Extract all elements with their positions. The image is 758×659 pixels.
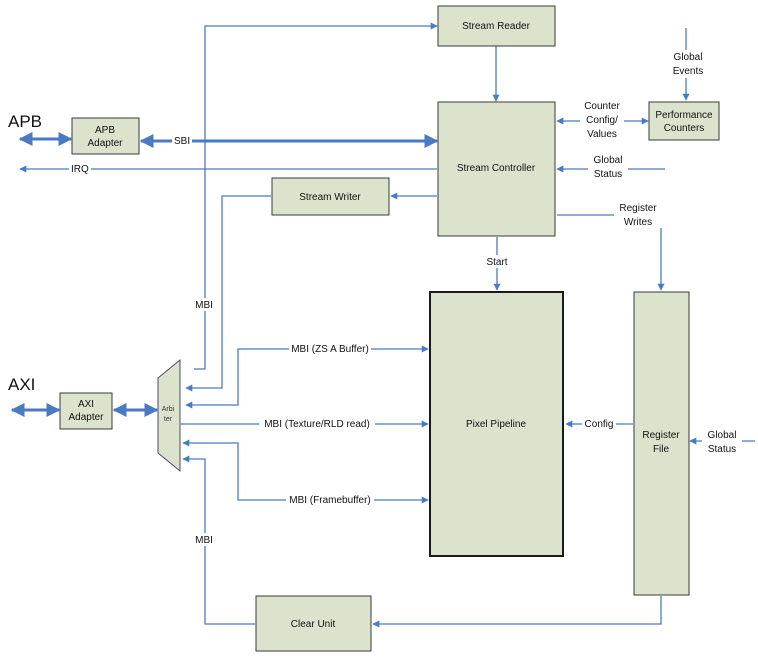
global-status-top-label-2: Status [594, 169, 622, 180]
register-writes-label-1: Register [619, 203, 657, 214]
register-writes-label-2: Writes [624, 217, 652, 228]
pixel-pipeline-label: Pixel Pipeline [466, 419, 526, 430]
performance-counters-label-2: Counters [664, 123, 705, 134]
mbi-upper-label: MBI [195, 300, 213, 311]
apb-adapter-block: APB Adapter [71, 117, 140, 155]
mbi-lower-label: MBI [195, 535, 213, 546]
stream-writer-to-arbiter-wire [185, 195, 271, 392]
stream-writer-label: Stream Writer [299, 192, 361, 203]
apb-interface-label: APB [8, 112, 42, 131]
counter-config-label-1: Counter [584, 101, 620, 112]
global-events-label-1: Global [674, 52, 703, 63]
axi-adapter-block: AXI Adapter [59, 392, 113, 430]
clear-unit-block: Clear Unit [255, 595, 372, 652]
arbiter-label-1: Arbi [162, 406, 175, 413]
mbi-zs-buffer-label: MBI (ZS A Buffer) [291, 344, 369, 355]
stream-reader-label: Stream Reader [462, 21, 530, 32]
axi-adapter-label-2: Adapter [68, 412, 104, 423]
performance-counters-label-1: Performance [655, 110, 713, 121]
axi-interface-label: AXI [8, 375, 35, 394]
counter-config-label-2: Config/ [586, 115, 618, 126]
pixel-pipeline-block: Pixel Pipeline [429, 291, 564, 557]
performance-counters-block: Performance Counters [648, 101, 720, 141]
counter-config-label-3: Values [587, 129, 617, 140]
apb-adapter-label-1: APB [95, 125, 115, 136]
register-file-to-clear-unit-wire [372, 596, 662, 628]
register-file-label-2: File [653, 444, 670, 455]
global-status-top-label-1: Global [594, 155, 623, 166]
clear-unit-label: Clear Unit [291, 619, 336, 630]
register-file-label-1: Register [642, 430, 680, 441]
arbiter-label-2: ter [164, 416, 173, 423]
global-status-right-label-1: Global [708, 430, 737, 441]
mbi-texture-label: MBI (Texture/RLD read) [264, 419, 370, 430]
stream-writer-block: Stream Writer [271, 177, 390, 216]
mbi-framebuffer-wire [182, 439, 429, 504]
mbi-framebuffer-label: MBI (Framebuffer) [289, 495, 371, 506]
irq-label: IRQ [71, 164, 89, 175]
axi-adapter-label-1: AXI [78, 399, 94, 410]
stream-controller-block: Stream Controller [437, 101, 556, 237]
global-status-right-label-2: Status [708, 444, 736, 455]
stream-controller-label: Stream Controller [457, 163, 536, 174]
register-file-block: Register File [633, 291, 690, 596]
config-label: Config [585, 419, 614, 430]
sbi-label: SBI [174, 136, 190, 147]
global-events-label-2: Events [673, 66, 704, 77]
stream-reader-block: Stream Reader [437, 5, 556, 47]
arbiter-block: Arbi ter [157, 358, 181, 473]
start-label: Start [486, 257, 507, 268]
apb-adapter-label-2: Adapter [87, 138, 123, 149]
